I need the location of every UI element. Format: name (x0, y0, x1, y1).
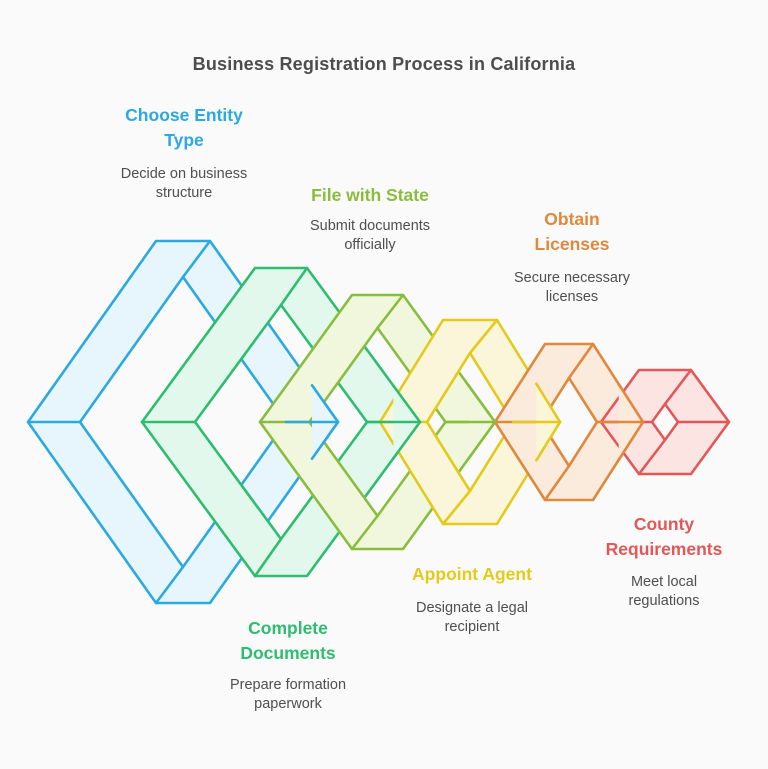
step-label-complete-documents: Complete Documents (218, 616, 358, 666)
page-title: Business Registration Process in Califor… (192, 54, 576, 74)
step-label-county-requirements: County Requirements (579, 512, 749, 562)
step-label-choose-entity-type: Choose Entity Type (104, 103, 264, 153)
step-title-complete-documents: Complete Documents (240, 618, 336, 663)
step-label-appoint-agent: Appoint Agent (362, 562, 582, 587)
step-description-appoint-agent: Designate a legal recipient (415, 600, 529, 635)
step-description-choose-entity-type: Decide on business structure (120, 166, 248, 201)
step-label-file-with-state: File with State (260, 183, 480, 208)
link-edges-complete-documents (140, 266, 422, 578)
step-title-obtain-licenses: Obtain Licenses (534, 209, 610, 254)
step-title-county-requirements: County Requirements (605, 514, 723, 559)
step-description-file-with-state: Submit documents officially (309, 218, 431, 253)
step-title-appoint-agent: Appoint Agent (412, 564, 532, 584)
step-title-file-with-state: File with State (311, 185, 429, 205)
link-edges-choose-entity-type (26, 239, 340, 605)
step-description-complete-documents: Prepare formation paperwork (229, 677, 347, 712)
step-label-obtain-licenses: Obtain Licenses (512, 207, 632, 257)
step-description-obtain-licenses: Secure necessary licenses (513, 270, 631, 305)
step-description-county-requirements: Meet local regulations (628, 574, 700, 609)
step-title-choose-entity-type: Choose Entity Type (125, 105, 243, 150)
